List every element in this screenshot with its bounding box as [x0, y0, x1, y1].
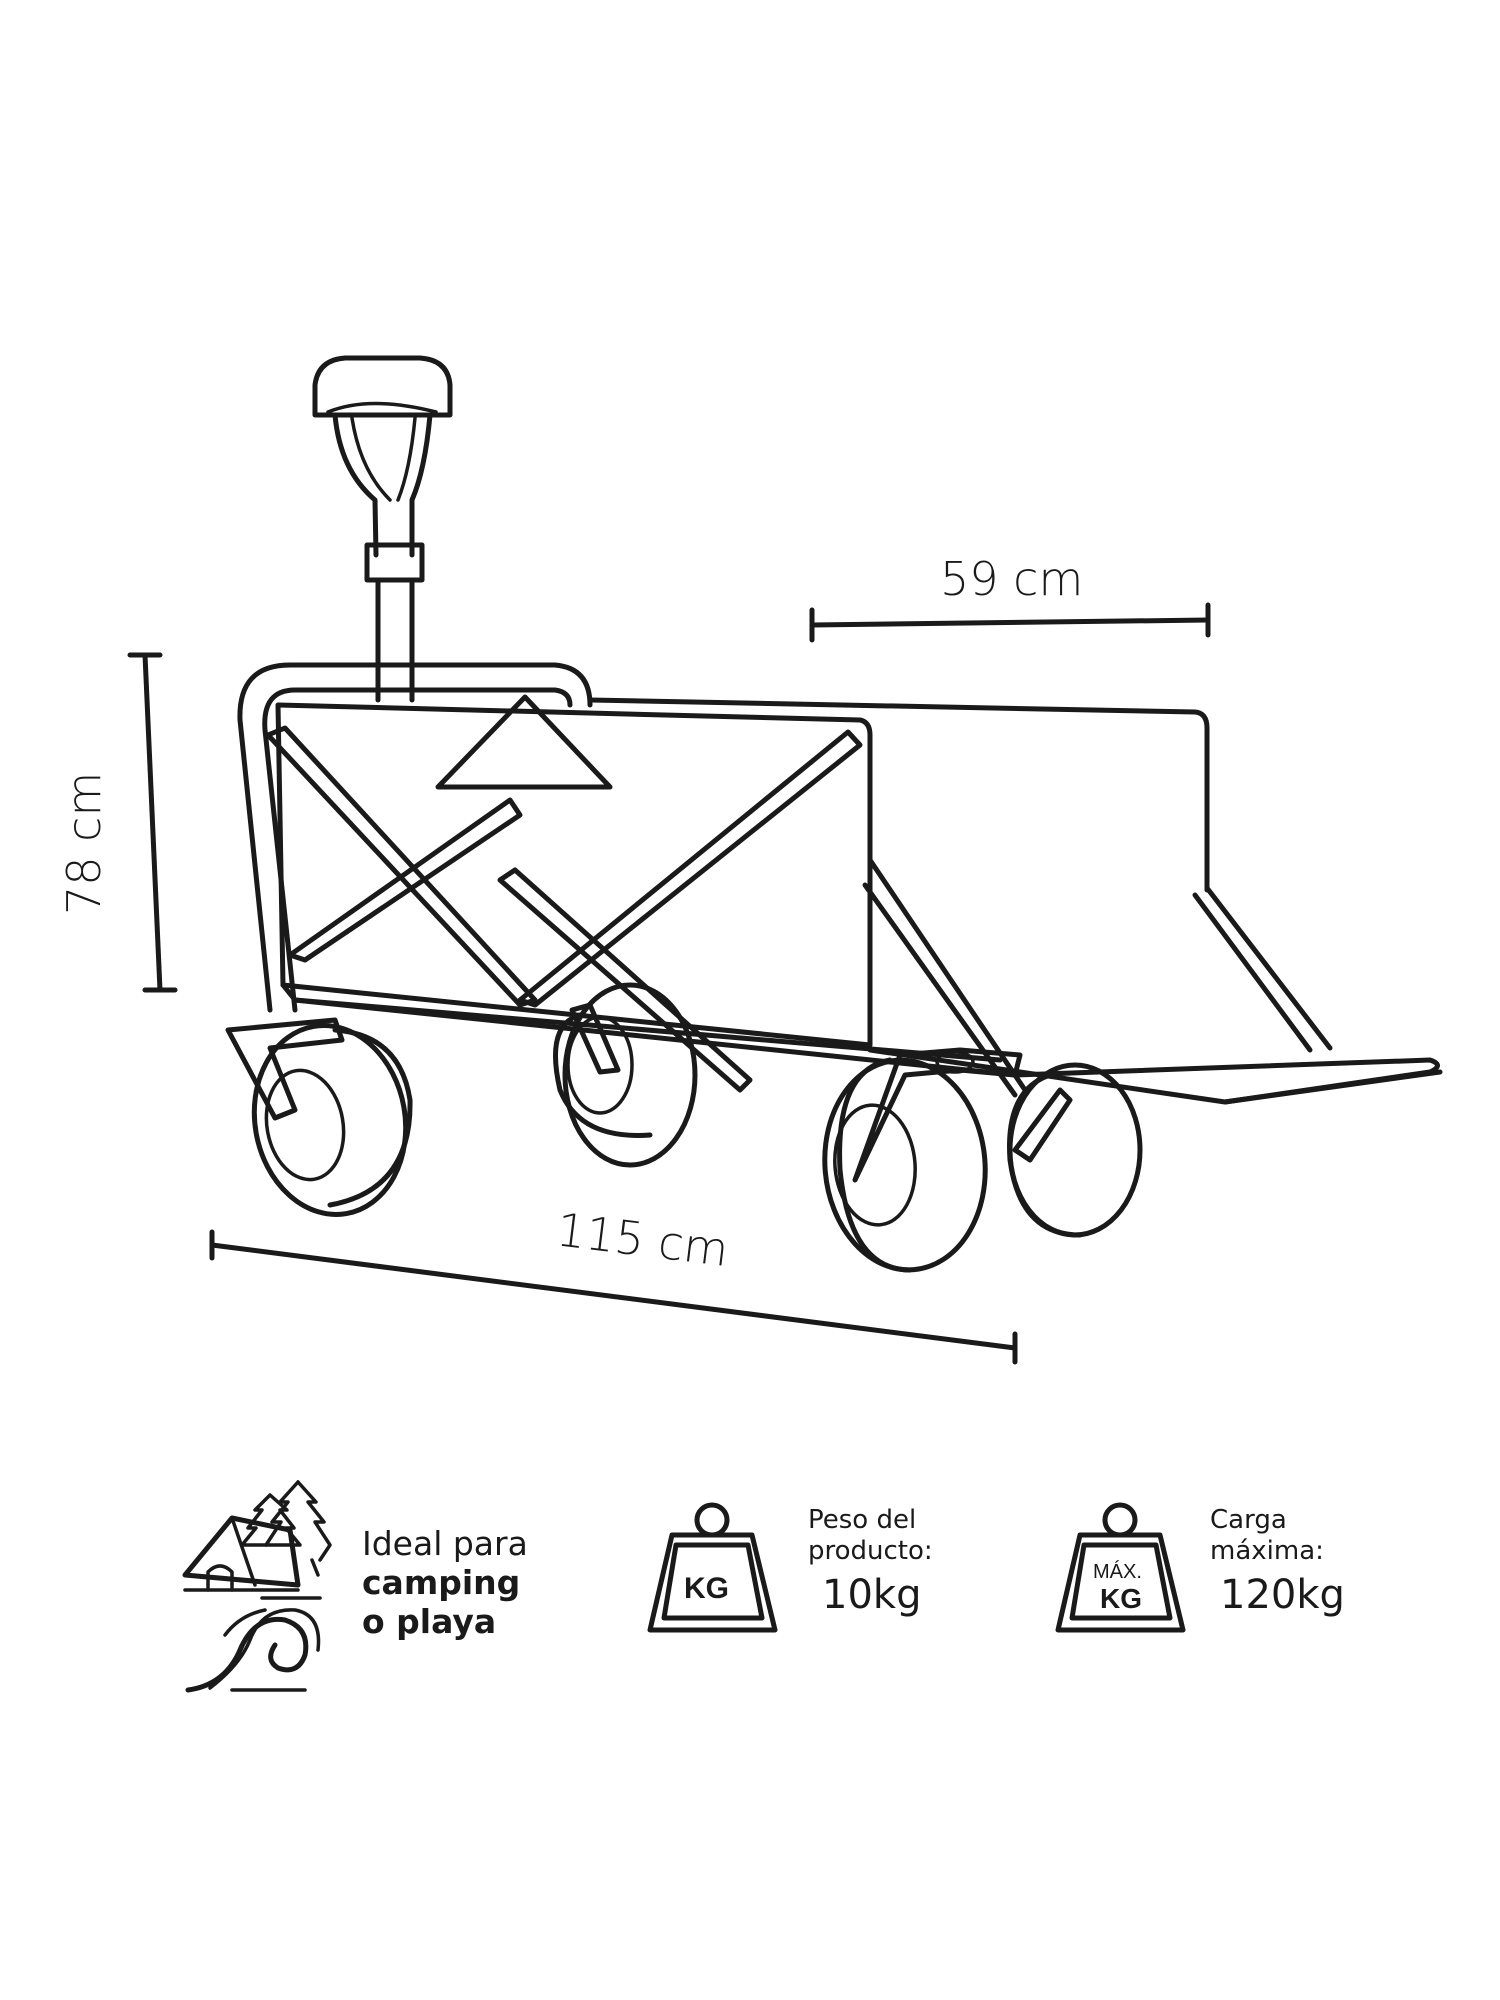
feature-max-load-label2: máxima: — [1210, 1535, 1324, 1566]
wheel-rear-right — [1007, 1062, 1143, 1238]
weight-max-icon-text1: MÁX. — [1093, 1560, 1142, 1583]
wheel-front-left — [225, 1017, 413, 1217]
wagon-frame — [237, 662, 593, 1013]
dim-length: 115 cm — [209, 1202, 1018, 1365]
wheel-front-right — [822, 1047, 1023, 1273]
feature-weight-label1: Peso del — [808, 1505, 917, 1535]
feature-max-load-value: 120kg — [1220, 1572, 1345, 1619]
dim-length-label: 115 cm — [554, 1202, 732, 1277]
feature-use-text: Ideal para camping o playa — [362, 1524, 528, 1642]
feature-use-line3: o playa — [362, 1601, 497, 1641]
weight-max-kg-icon: MÁX. KG — [1055, 1502, 1186, 1633]
camping-beach-icon — [182, 1480, 332, 1693]
feature-use-line1: Ideal para — [362, 1524, 528, 1563]
feature-weight-text: Peso del producto: 10kg — [808, 1505, 933, 1620]
feature-max-load-text: Carga máxima: 120kg — [1210, 1505, 1345, 1620]
wheel-rear-left — [553, 982, 698, 1168]
wagon-handle — [312, 355, 453, 703]
dim-height: 78 cm — [57, 652, 178, 993]
feature-max-load-label1: Carga — [1210, 1505, 1287, 1535]
feature-use-line2: camping — [362, 1562, 521, 1602]
wagon-body — [265, 694, 1443, 1105]
weight-kg-icon-text: KG — [684, 1572, 729, 1605]
weight-kg-icon: KG — [647, 1502, 778, 1633]
feature-weight-value: 10kg — [822, 1572, 922, 1619]
dim-width: 59 cm — [809, 552, 1211, 643]
dim-width-label: 59 cm — [940, 552, 1083, 606]
feature-weight-label2: producto: — [808, 1535, 933, 1566]
dim-height-label: 78 cm — [57, 772, 111, 915]
weight-max-icon-text2: KG — [1100, 1583, 1142, 1614]
